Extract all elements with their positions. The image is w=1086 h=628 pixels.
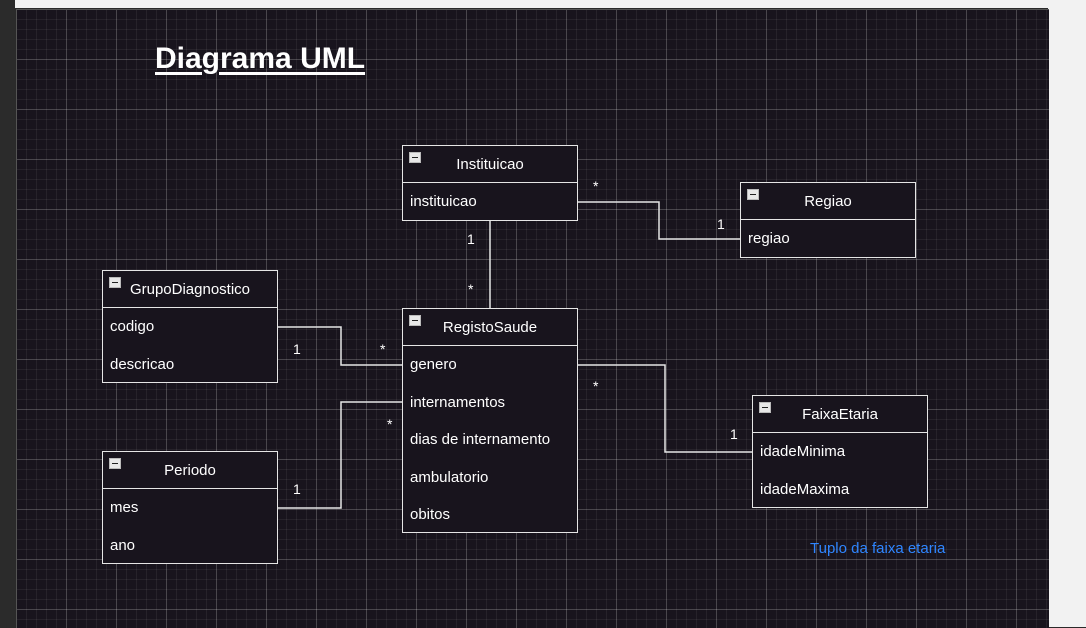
- class-grupo-diagnostico[interactable]: GrupoDiagnostico codigo descricao: [102, 270, 278, 383]
- class-registo-saude[interactable]: RegistoSaude genero internamentos dias d…: [402, 308, 578, 533]
- class-attribute[interactable]: idadeMaxima: [760, 480, 850, 498]
- class-header: Instituicao: [403, 146, 577, 183]
- multiplicity-label: 1: [293, 341, 301, 357]
- class-attribute[interactable]: mes: [110, 499, 139, 516]
- class-header: GrupoDiagnostico: [103, 271, 277, 308]
- class-header: FaixaEtaria: [753, 396, 927, 433]
- class-name: Periodo: [164, 461, 216, 479]
- class-header: RegistoSaude: [403, 309, 577, 346]
- multiplicity-label: *: [380, 341, 386, 357]
- collapse-icon[interactable]: [409, 152, 421, 163]
- note-text[interactable]: Tuplo da faixa etaria: [810, 540, 946, 557]
- class-header: Regiao: [741, 183, 915, 220]
- class-attribute[interactable]: ano: [110, 536, 136, 554]
- multiplicity-label: 1: [293, 481, 301, 497]
- class-periodo[interactable]: Periodo mes ano: [102, 451, 278, 564]
- class-name: Instituicao: [456, 155, 524, 173]
- class-regiao[interactable]: Regiao regiao: [740, 182, 916, 258]
- window-right-edge: [1048, 0, 1086, 627]
- class-header: Periodo: [103, 452, 277, 489]
- class-name: FaixaEtaria: [802, 405, 878, 423]
- class-attribute[interactable]: ambulatorio: [410, 468, 489, 486]
- collapse-icon[interactable]: [109, 277, 121, 288]
- class-instituicao[interactable]: Instituicao instituicao: [402, 145, 578, 221]
- class-name: GrupoDiagnostico: [129, 280, 251, 298]
- collapse-icon[interactable]: [109, 458, 121, 469]
- class-attribute[interactable]: codigo: [110, 318, 155, 335]
- class-attribute[interactable]: descricao: [110, 355, 175, 373]
- multiplicity-label: *: [468, 281, 474, 297]
- multiplicity-label: *: [593, 378, 599, 394]
- collapse-icon[interactable]: [759, 402, 771, 413]
- multiplicity-label: 1: [467, 231, 475, 247]
- multiplicity-label: *: [387, 416, 393, 432]
- class-faixa-etaria[interactable]: FaixaEtaria idadeMinima idadeMaxima: [752, 395, 928, 508]
- multiplicity-label: 1: [730, 426, 738, 442]
- multiplicity-label: 1: [717, 216, 725, 232]
- class-attribute[interactable]: idadeMinima: [760, 443, 846, 460]
- multiplicity-label: *: [593, 178, 599, 194]
- class-attribute[interactable]: obitos: [410, 506, 451, 523]
- class-attribute[interactable]: instituicao: [410, 193, 477, 210]
- class-attribute[interactable]: internamentos: [410, 393, 506, 411]
- class-attribute[interactable]: genero: [410, 356, 457, 373]
- class-attribute[interactable]: regiao: [748, 230, 790, 247]
- collapse-icon[interactable]: [747, 189, 759, 200]
- window-left-edge: [0, 0, 15, 627]
- class-attribute[interactable]: dias de internamento: [410, 431, 551, 448]
- class-name: Regiao: [804, 192, 852, 210]
- collapse-icon[interactable]: [409, 315, 421, 326]
- diagram-title: Diagrama UML: [155, 42, 366, 75]
- class-name: RegistoSaude: [442, 318, 538, 336]
- window-top-edge: [0, 0, 1048, 8]
